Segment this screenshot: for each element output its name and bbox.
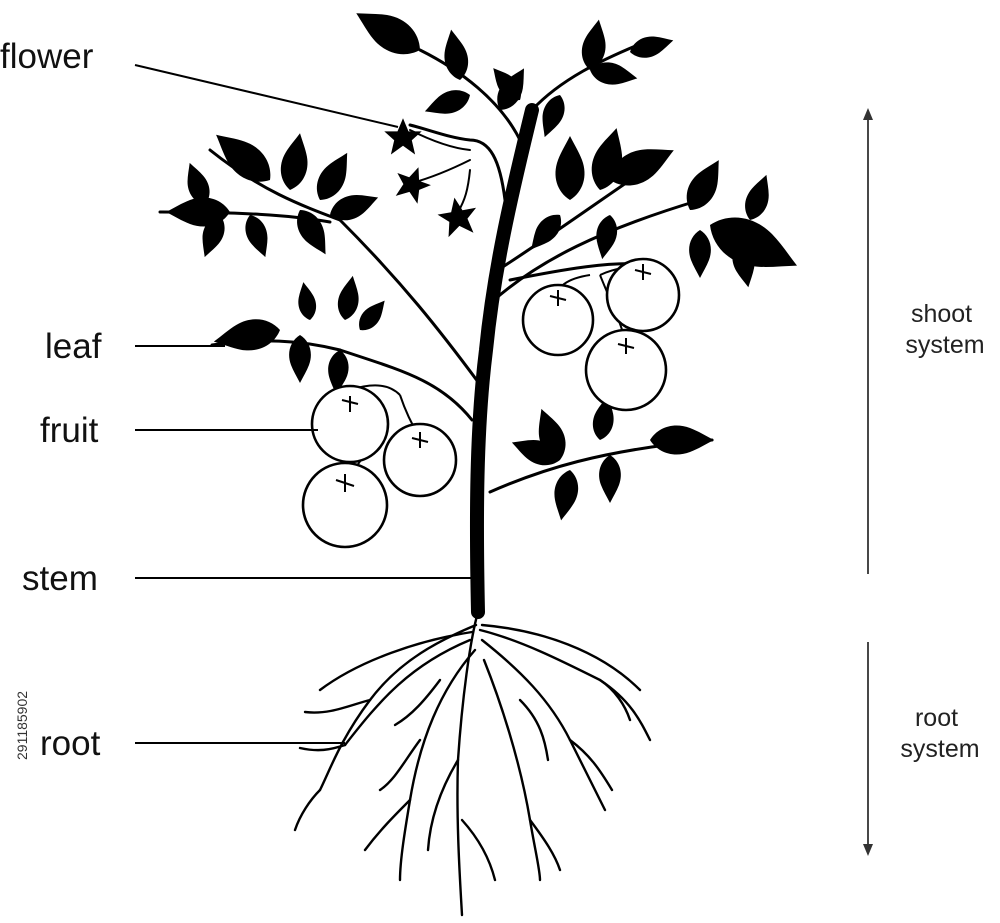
root-system-line-2: system: [900, 735, 979, 763]
leaf-cluster-upper-right: [523, 124, 807, 290]
stem: [469, 103, 539, 619]
flower-pointer: [134, 64, 399, 128]
leaf-cluster-top: [347, 0, 676, 141]
root-system-drawing[interactable]: [293, 610, 652, 917]
shoot-system-line-2: system: [905, 331, 984, 359]
label-root: root: [40, 724, 101, 763]
stock-id: 291185902: [14, 691, 30, 760]
root-system-bracket: [863, 642, 873, 856]
leaf-cluster-left[interactable]: [211, 274, 392, 396]
root-system-line-1: root: [915, 704, 958, 732]
label-leaf: leaf: [45, 327, 102, 366]
fruit-cluster-right: [521, 257, 681, 412]
fruit-cluster-left[interactable]: [301, 384, 458, 549]
leaf-cluster-lower-right: [507, 394, 714, 523]
root-system-label: root system: [900, 704, 979, 763]
shoot-system-bracket: [863, 108, 873, 574]
shoot-system-line-1: shoot: [911, 300, 972, 328]
shoot-system-label: shoot system: [905, 300, 984, 359]
label-flower: flower: [0, 37, 94, 76]
flower-cluster[interactable]: [384, 118, 481, 239]
label-fruit: fruit: [40, 411, 99, 450]
label-stem: stem: [22, 559, 98, 598]
